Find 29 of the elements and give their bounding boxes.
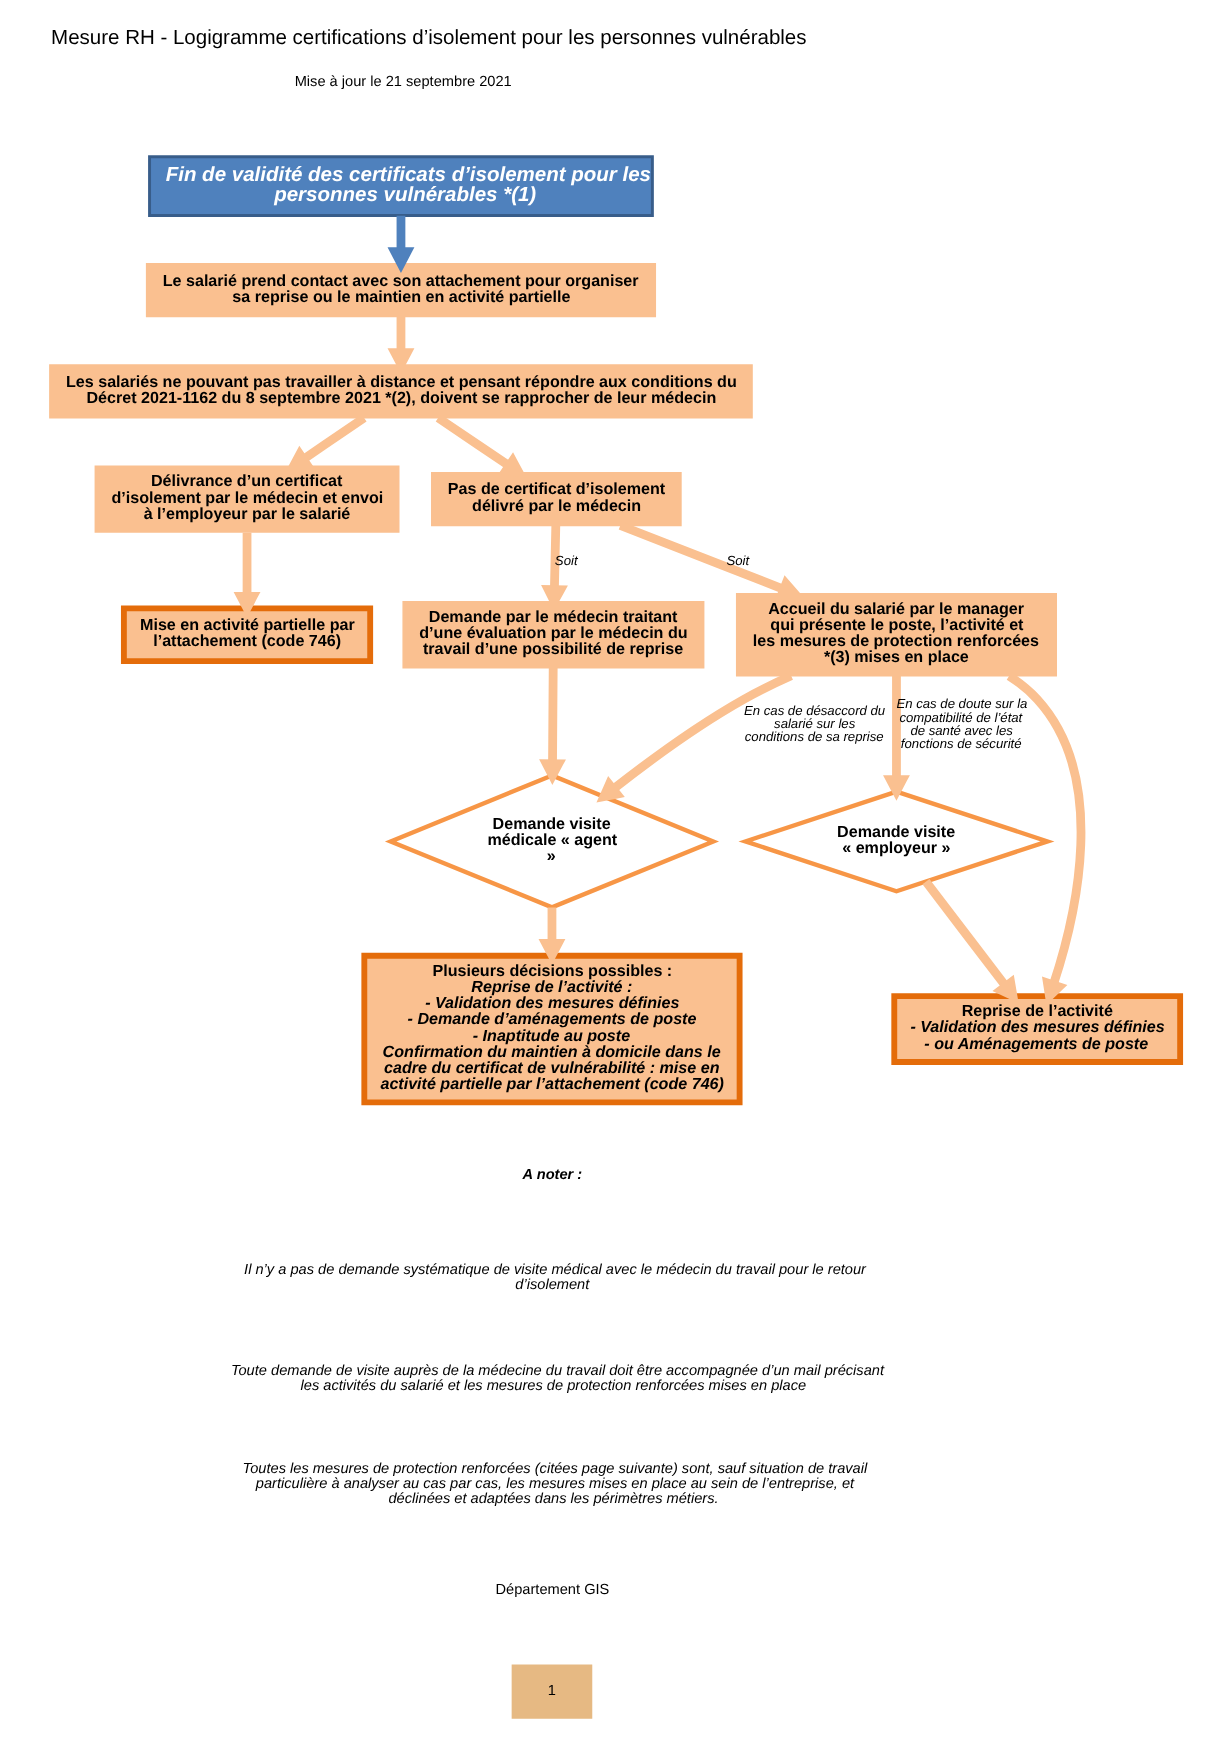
node-box: Délivrance d’un certificat d’isolement par le médecin et envoi à l’employeur par le salarié	[93, 465, 399, 533]
label: 1	[546, 1681, 556, 1700]
node-diamond: Demande visite « employeur »	[737, 789, 1054, 894]
node-box: Mise en activité partielle par l’attachement (code 746)	[119, 605, 373, 665]
arrow	[434, 414, 526, 478]
arrow	[386, 215, 414, 273]
arrow	[537, 907, 565, 965]
arrow	[1005, 672, 1085, 1005]
node-box: Plusieurs décisions possibles : Reprise de l’activité : - Validation des mesures définies - Demande d’aménagements de poste - Inaptitude au poste Confirmation du maintien à domicile dans le cadre du certificat de vulnérabilité : mise en activité partielle par l’attachement (code 746)	[360, 952, 742, 1106]
arrow	[232, 532, 260, 618]
node-box: Reprise de l’activité - Validation des mesures définies - ou Aménagements de poste	[890, 993, 1183, 1065]
node-box: Fin de validité des certificats d’isolement pour les personnes vulnérables *(1)	[147, 155, 653, 217]
arrow	[882, 675, 909, 801]
arrow	[595, 671, 792, 803]
label: Il n’y a pas de demande systématique de visite médical avec le médecin du travail pour le retour d’isolement	[243, 1259, 866, 1293]
arrow	[284, 414, 366, 472]
node-box: Les salariés ne pouvant pas travailler à distance et pensant répondre aux conditions du Décret 2021-1162 du 8 septembre 2021 *(2), doivent se rapprocher de leur médecin	[48, 364, 752, 419]
label: Toutes les mesures de protection renforcées (citées page suivante) sont, sauf situation de travail particulière à analyser au cas par cas, les mesures mises en place au sein de l’entreprise, et déclinées et adaptées dans les périmètres métiers.	[241, 1459, 867, 1507]
node-box: Accueil du salarié par le manager qui présente le poste, l’activité et les mesures de protection renforcées *(3) mises en place	[734, 592, 1056, 677]
node-box: Pas de certificat d’isolement délivré par le médecin	[430, 472, 681, 527]
label: A noter :	[521, 1165, 582, 1184]
diagram-title: Mesure RH - Logigramme certifications d’isolement pour les personnes vulnérables	[50, 28, 806, 51]
arrow	[538, 668, 565, 785]
label: Département GIS	[494, 1580, 609, 1599]
node-box: Demande par le médecin traitant d’une évaluation par le médecin du travail d’une possibilité de reprise	[401, 601, 704, 669]
label: Toute demande de visite auprès de la médecine du travail doit être accompagnée d’un mail précisant les activités du salarié et les mesures de protection renforcées mises en place	[229, 1361, 884, 1394]
label: Mise à jour le 21 septembre 2021	[293, 71, 511, 90]
arrow	[921, 878, 1018, 1004]
node-box: Le salarié prend contact avec son attachement pour organiser sa reprise ou le maintien en activité partielle	[144, 263, 656, 318]
